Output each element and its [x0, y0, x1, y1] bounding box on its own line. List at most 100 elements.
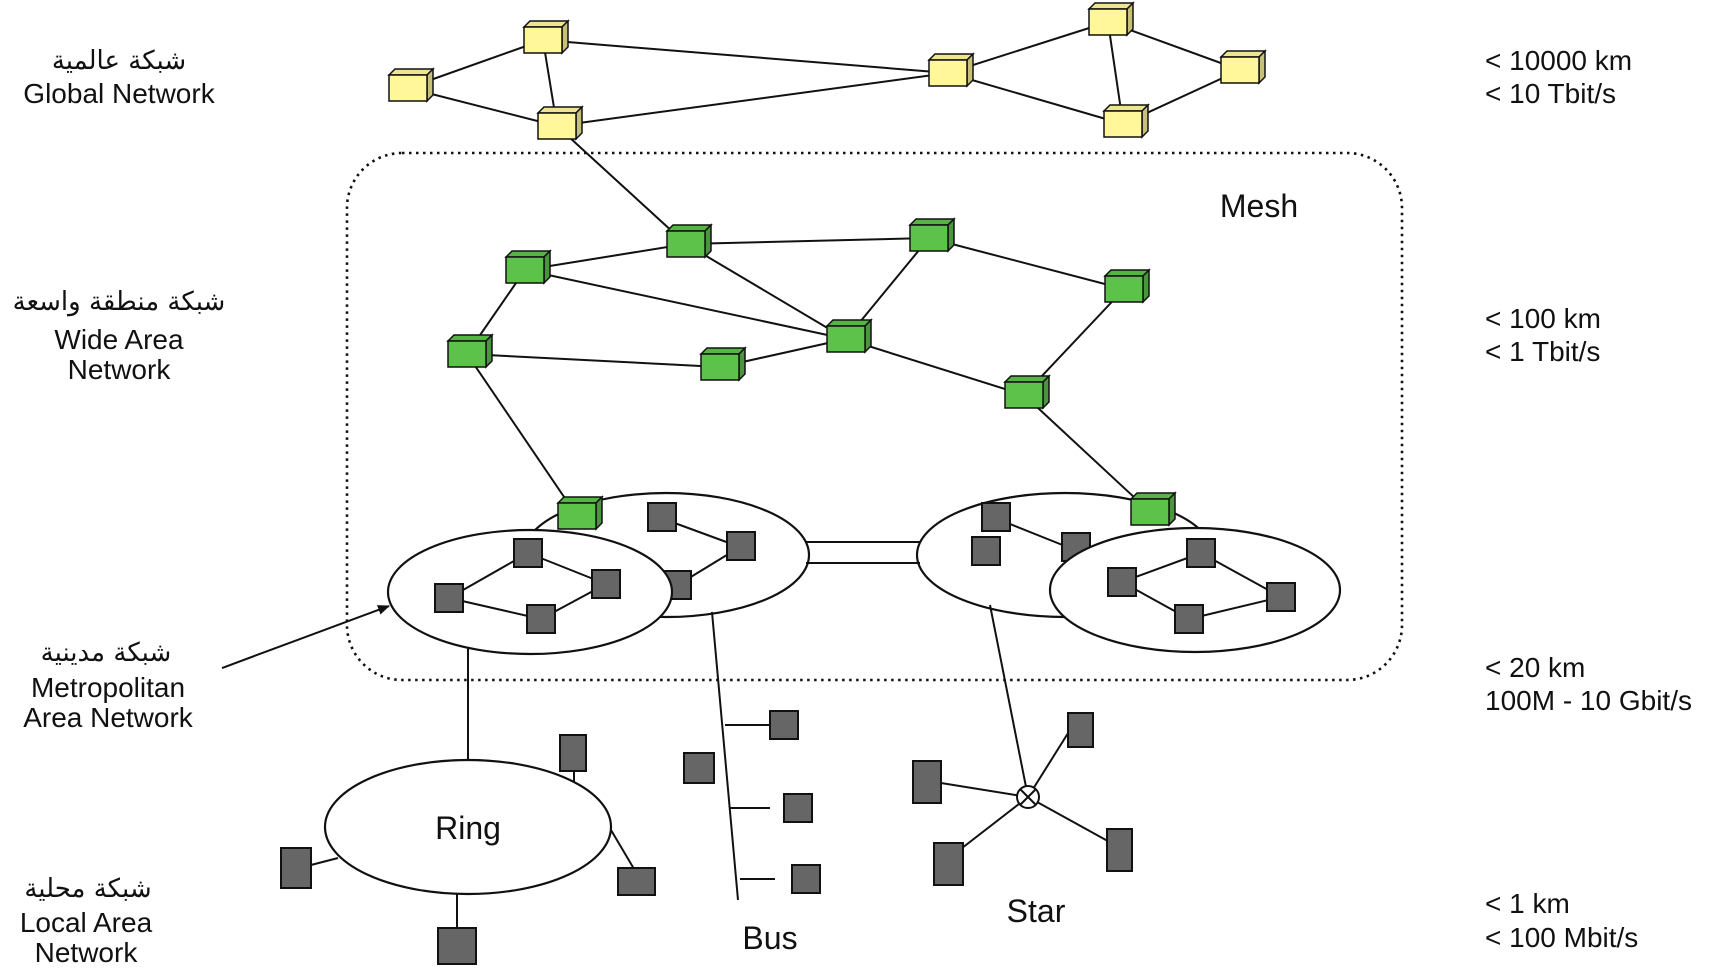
bus-backbone	[711, 611, 739, 901]
wan-nodes	[446, 217, 1177, 531]
man-node	[434, 583, 464, 613]
wide-arabic-label: شبكة منطقة واسعة	[13, 287, 226, 317]
local-english-line1: Local Area	[20, 907, 153, 938]
global-node	[387, 67, 435, 103]
global-link	[947, 21, 1109, 74]
man-node	[726, 531, 756, 561]
star-label: Star	[1007, 893, 1066, 929]
global-link	[556, 72, 949, 127]
man-node	[591, 569, 621, 599]
ring-lan-node	[437, 927, 477, 965]
metro-english-line1: Metropolitan	[31, 672, 185, 703]
star-spoke	[1027, 729, 1071, 798]
metro-spec-distance: < 20 km	[1485, 652, 1585, 683]
man-node	[1107, 567, 1137, 597]
ring-label: Ring	[435, 810, 501, 846]
wan-link	[845, 338, 1025, 396]
wan-node	[665, 223, 713, 259]
global-node	[536, 105, 584, 141]
wan-links	[466, 125, 1151, 517]
star-lan-node	[933, 842, 964, 886]
metro-ring-front-left	[386, 528, 674, 656]
wan-node	[825, 318, 873, 354]
global-arabic-label: شبكة عالمية	[52, 46, 186, 76]
metro-pointer-arrow	[221, 605, 390, 669]
local-spec-rate: < 100 Mbit/s	[1485, 922, 1638, 953]
metro-arabic-label: شبكة مدينية	[41, 638, 172, 668]
wan-link	[466, 353, 578, 517]
man-node	[971, 536, 1001, 566]
wan-node	[908, 217, 956, 253]
man-front-nodes	[434, 538, 1296, 634]
global-link	[542, 39, 949, 74]
wide-english-line1: Wide Area	[54, 324, 184, 355]
ring-lan-node	[617, 867, 656, 896]
man-node	[526, 604, 556, 634]
bus-lan-node	[683, 752, 715, 784]
star-lan-node	[912, 760, 942, 804]
man-node	[1266, 582, 1296, 612]
star-spoke	[1027, 796, 1116, 846]
local-arabic-label: شبكة محلية	[24, 874, 151, 904]
wan-link	[928, 237, 1125, 290]
wan-link	[524, 269, 847, 340]
man-node	[1174, 604, 1204, 634]
global-node	[522, 19, 570, 55]
metro-spec-rate: 100M - 10 Gbit/s	[1485, 685, 1692, 716]
wan-node	[446, 333, 494, 369]
wan-node	[1103, 268, 1151, 304]
wide-english-line2: Network	[68, 354, 172, 385]
wan-link	[524, 243, 687, 271]
ring-lan-node	[559, 734, 587, 772]
wide-spec-distance: < 100 km	[1485, 303, 1601, 334]
star-hub-x2	[1019, 788, 1037, 806]
man-node	[647, 502, 677, 532]
global-spec-rate: < 10 Tbit/s	[1485, 78, 1616, 109]
global-node	[1219, 49, 1267, 85]
metro-ring-front-right	[1048, 526, 1342, 654]
lan-bus-nodes	[683, 710, 821, 894]
star-spoke	[940, 782, 1029, 798]
wan-node	[1003, 374, 1051, 410]
global-node	[1087, 1, 1135, 37]
global-to-wan-link	[556, 125, 687, 245]
bus-lan-node	[769, 710, 799, 740]
star-uplink	[989, 604, 1029, 798]
man-link	[448, 597, 542, 620]
global-node	[927, 52, 975, 88]
wan-node	[699, 346, 747, 382]
star-lan-node	[1067, 712, 1094, 748]
star-lan-node	[1106, 828, 1133, 872]
metro-english-line2: Area Network	[23, 702, 194, 733]
global-nodes	[387, 1, 1267, 141]
wan-link	[685, 237, 930, 245]
wan-link	[466, 353, 721, 368]
mesh-label: Mesh	[1220, 188, 1298, 224]
ring-drop	[310, 857, 339, 866]
bus-label: Bus	[742, 920, 797, 956]
man-node	[1186, 538, 1216, 568]
local-english-line2: Network	[35, 937, 139, 968]
global-node	[1102, 103, 1150, 139]
mesh-boundary	[345, 151, 1404, 682]
wan-node	[504, 249, 552, 285]
lan-star-nodes	[912, 712, 1133, 886]
bus-lan-node	[783, 793, 813, 823]
local-spec-distance: < 1 km	[1485, 888, 1570, 919]
ring-drop	[610, 829, 638, 875]
lan-ring	[323, 758, 613, 896]
global-english-label: Global Network	[23, 78, 215, 109]
man-link	[1188, 596, 1282, 620]
wide-spec-rate: < 1 Tbit/s	[1485, 336, 1600, 367]
man-node	[513, 538, 543, 568]
global-spec-distance: < 10000 km	[1485, 45, 1632, 76]
wan-link	[685, 243, 847, 340]
wan-link	[1023, 394, 1151, 513]
global-link	[947, 72, 1124, 125]
wan-node	[1129, 491, 1177, 527]
lan-ring-nodes	[280, 734, 656, 965]
bus-lan-node	[791, 864, 821, 894]
wan-node	[556, 495, 604, 531]
man-node	[981, 502, 1011, 532]
